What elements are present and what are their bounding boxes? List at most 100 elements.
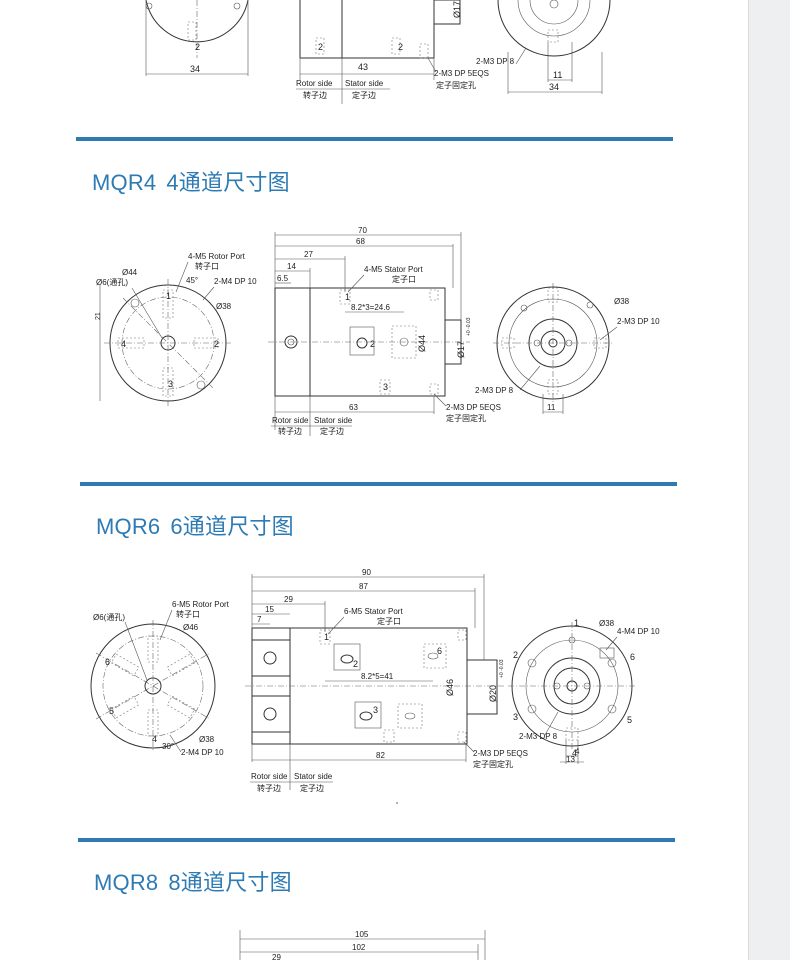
mqr6-side-hole bbox=[457, 629, 467, 641]
mqr4-side-stator-port-hole bbox=[356, 337, 368, 349]
top-m3-spec: 2-M3 DP 8 bbox=[476, 57, 515, 66]
mqr4-port-1: 1 bbox=[166, 291, 171, 301]
mqr6-rotor-cn: 转子边 bbox=[257, 783, 281, 793]
mqr6-leader bbox=[605, 636, 618, 651]
stray-dot bbox=[396, 802, 398, 804]
top-bore: Ø17 bbox=[452, 1, 462, 18]
top-right-port bbox=[547, 29, 559, 43]
mqr6-m4-right: 4-M4 DP 10 bbox=[617, 627, 660, 636]
mqr4-leader bbox=[347, 274, 365, 293]
mqr6-leader bbox=[327, 616, 345, 635]
mqr6-dim-15: 15 bbox=[265, 605, 274, 614]
mqr6-right-hole bbox=[607, 658, 617, 668]
top-port-label: 2 bbox=[398, 42, 403, 52]
mqr6-right-port-1: 1 bbox=[574, 618, 579, 628]
section-divider bbox=[80, 482, 677, 486]
mqr6-d46-side: Ø46 bbox=[445, 679, 455, 696]
mqr4-leader bbox=[175, 261, 189, 293]
mqr4-side-stator-port-hole bbox=[399, 337, 409, 347]
mqr6-dim-7: 7 bbox=[257, 615, 262, 624]
mqr6-side-shaft bbox=[466, 659, 498, 715]
top-left-hole bbox=[233, 2, 241, 10]
top-side-shaft bbox=[433, 0, 461, 25]
mqr4-left-slot bbox=[162, 289, 174, 319]
mqr4-bore-tol: +0 -0.03 bbox=[466, 317, 472, 336]
mqr4-rotor-cn: 转子边 bbox=[278, 426, 302, 436]
mqr4-spacing: 8.2*3=24.6 bbox=[351, 303, 390, 312]
mqr4-d38-left: Ø38 bbox=[216, 302, 232, 311]
mqr6-port-6: 6 bbox=[105, 657, 110, 667]
mqr6-stator-port: 6-M5 Stator Port bbox=[344, 607, 403, 616]
mqr4-rotor-port: 4-M5 Rotor Port bbox=[188, 252, 246, 261]
mqr4-dim-70: 70 bbox=[358, 226, 367, 235]
top-left-port bbox=[187, 21, 197, 41]
mqr6-port-4: 4 bbox=[152, 734, 157, 744]
top-dim-34b: 34 bbox=[549, 82, 559, 92]
mqr4-stator-cn: 定子边 bbox=[320, 426, 344, 436]
mqr4-left-slot bbox=[117, 337, 145, 349]
section-title: 8通道尺寸图 bbox=[168, 870, 292, 895]
mqr6-side-stator-port-hole bbox=[427, 652, 439, 660]
top-dim-43: 43 bbox=[358, 62, 368, 72]
top-port-label: 2 bbox=[318, 42, 323, 52]
mqr6-bore-tol: +0 -0.03 bbox=[499, 659, 505, 678]
top-port-label: 2 bbox=[195, 42, 200, 52]
mqr6-angle: 30° bbox=[162, 742, 174, 751]
mqr6-leader bbox=[159, 609, 173, 641]
mqr4-right-port bbox=[547, 379, 559, 395]
mqr6-side-hole bbox=[457, 731, 467, 743]
top-rotor-side: Rotor side bbox=[296, 79, 333, 88]
mqr4-d44-side: Ø44 bbox=[417, 335, 427, 352]
mqr4-m3: 2-M3 DP 8 bbox=[475, 386, 514, 395]
mqr8-dim-102: 102 bbox=[352, 943, 366, 952]
mqr6-leader bbox=[169, 734, 182, 753]
mqr6-left-slot bbox=[147, 635, 159, 663]
mqr4-left-hole bbox=[130, 298, 140, 308]
top-dim-11: 11 bbox=[553, 70, 562, 80]
mqr4-side-port-1: 1 bbox=[345, 292, 350, 302]
mqr4-side-stator-port bbox=[391, 325, 417, 359]
mqr8-drawing: 105 102 29 bbox=[239, 930, 486, 960]
mqr4-m4: 2-M4 DP 10 bbox=[214, 277, 257, 286]
mqr6-side-rotor-port bbox=[263, 707, 277, 721]
mqr6-side-port-6: 6 bbox=[437, 646, 442, 656]
mqr6-leader bbox=[463, 741, 475, 753]
mqr4-fix-cn: 定子固定孔 bbox=[446, 413, 486, 423]
mqr4-right-port bbox=[501, 337, 515, 349]
mqr6-side-stator-port bbox=[354, 701, 382, 729]
mqr6-stator-port-cn: 定子口 bbox=[377, 616, 401, 626]
mqr4-side-port-3: 3 bbox=[383, 382, 388, 392]
mqr6-right-port-5: 5 bbox=[627, 715, 632, 725]
mqr6-side-port-bottom bbox=[383, 729, 395, 743]
mqr4-dim-11: 11 bbox=[547, 403, 556, 412]
mqr6-m3: 2-M3 DP 8 bbox=[519, 732, 558, 741]
mqr4-leader bbox=[599, 326, 618, 341]
mqr6-side-stator-port bbox=[333, 643, 361, 671]
mqr4-left-hole bbox=[196, 380, 206, 390]
section-title: 6通道尺寸图 bbox=[170, 514, 294, 539]
top-rotor-cn: 转子边 bbox=[303, 90, 327, 100]
mqr6-right-hole bbox=[568, 636, 576, 644]
mqr6-dim-82: 82 bbox=[376, 751, 385, 760]
mqr6-drawing: 6 5 4 6-M5 Rotor Port 转子口 Ø6(通孔) Ø46 Ø38… bbox=[90, 568, 660, 804]
section-divider bbox=[78, 838, 675, 842]
mqr6-left-slot bbox=[110, 695, 140, 719]
mqr4-rotor-side: Rotor side bbox=[272, 416, 309, 425]
mqr4-side-stator-port bbox=[349, 326, 375, 356]
mqr6-leader bbox=[544, 711, 559, 736]
top-leader bbox=[427, 57, 437, 73]
mqr4-right-hole bbox=[520, 304, 528, 312]
mqr4-leader bbox=[202, 286, 215, 301]
model-name: MQR4 bbox=[92, 170, 157, 195]
mqr4-stator-port: 4-M5 Stator Port bbox=[364, 265, 423, 274]
mqr6-rotor-port-cn: 转子口 bbox=[176, 609, 200, 619]
mqr6-fix: 2-M3 DP 5EQS bbox=[473, 749, 528, 758]
mqr6-rotor-side: Rotor side bbox=[251, 772, 288, 781]
mqr6-right-port bbox=[599, 647, 615, 659]
mqr6-side-stator-port-hole bbox=[340, 654, 354, 664]
mqr4-d38-right: Ø38 bbox=[614, 297, 630, 306]
mqr6-fix-cn: 定子固定孔 bbox=[473, 759, 513, 769]
mqr4-leader bbox=[131, 287, 163, 339]
mqr4-side-port-bottom bbox=[379, 379, 391, 395]
mqr6-side-port-1: 1 bbox=[324, 632, 329, 642]
